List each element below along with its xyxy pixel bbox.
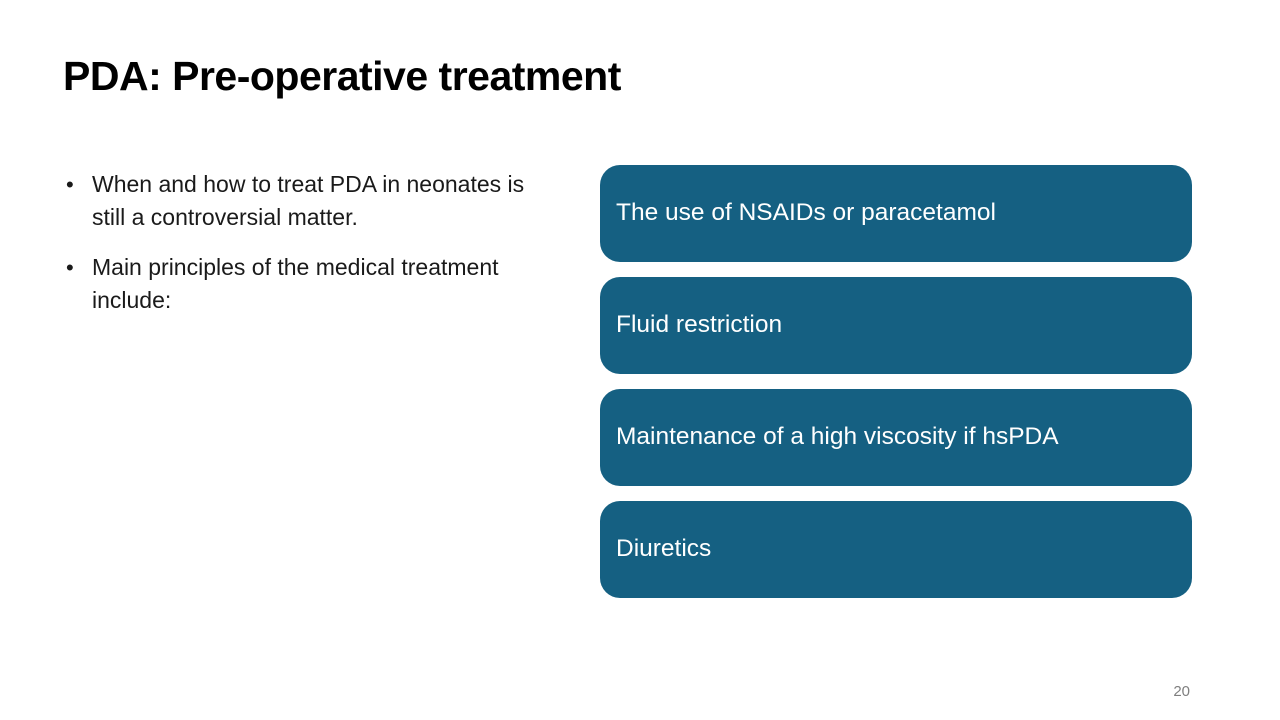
- treatment-box-viscosity: Maintenance of a high viscosity if hsPDA: [600, 389, 1192, 486]
- bullet-item: Main principles of the medical treatment…: [66, 251, 552, 318]
- bullet-icon: [66, 168, 92, 201]
- bullet-text: Main principles of the medical treatment…: [92, 253, 499, 314]
- treatment-box-label: The use of NSAIDs or paracetamol: [616, 199, 996, 227]
- bullet-item: When and how to treat PDA in neonates is…: [66, 168, 552, 235]
- treatment-box-label: Fluid restriction: [616, 311, 783, 339]
- treatment-box-nsaids: The use of NSAIDs or paracetamol: [600, 165, 1192, 262]
- page-number: 20: [1173, 683, 1190, 700]
- bullet-text: When and how to treat PDA in neonates is…: [92, 171, 525, 231]
- slide-title: PDA: Pre-operative treatment: [63, 53, 621, 99]
- bullet-list: When and how to treat PDA in neonates is…: [66, 168, 552, 333]
- treatment-box-list: The use of NSAIDs or paracetamol Fluid r…: [600, 165, 1192, 598]
- bullet-icon: [66, 251, 92, 284]
- treatment-box-label: Maintenance of a high viscosity if hsPDA: [616, 423, 1059, 451]
- treatment-box-fluid-restriction: Fluid restriction: [600, 277, 1192, 374]
- treatment-box-label: Diuretics: [616, 535, 712, 563]
- treatment-box-diuretics: Diuretics: [600, 501, 1192, 598]
